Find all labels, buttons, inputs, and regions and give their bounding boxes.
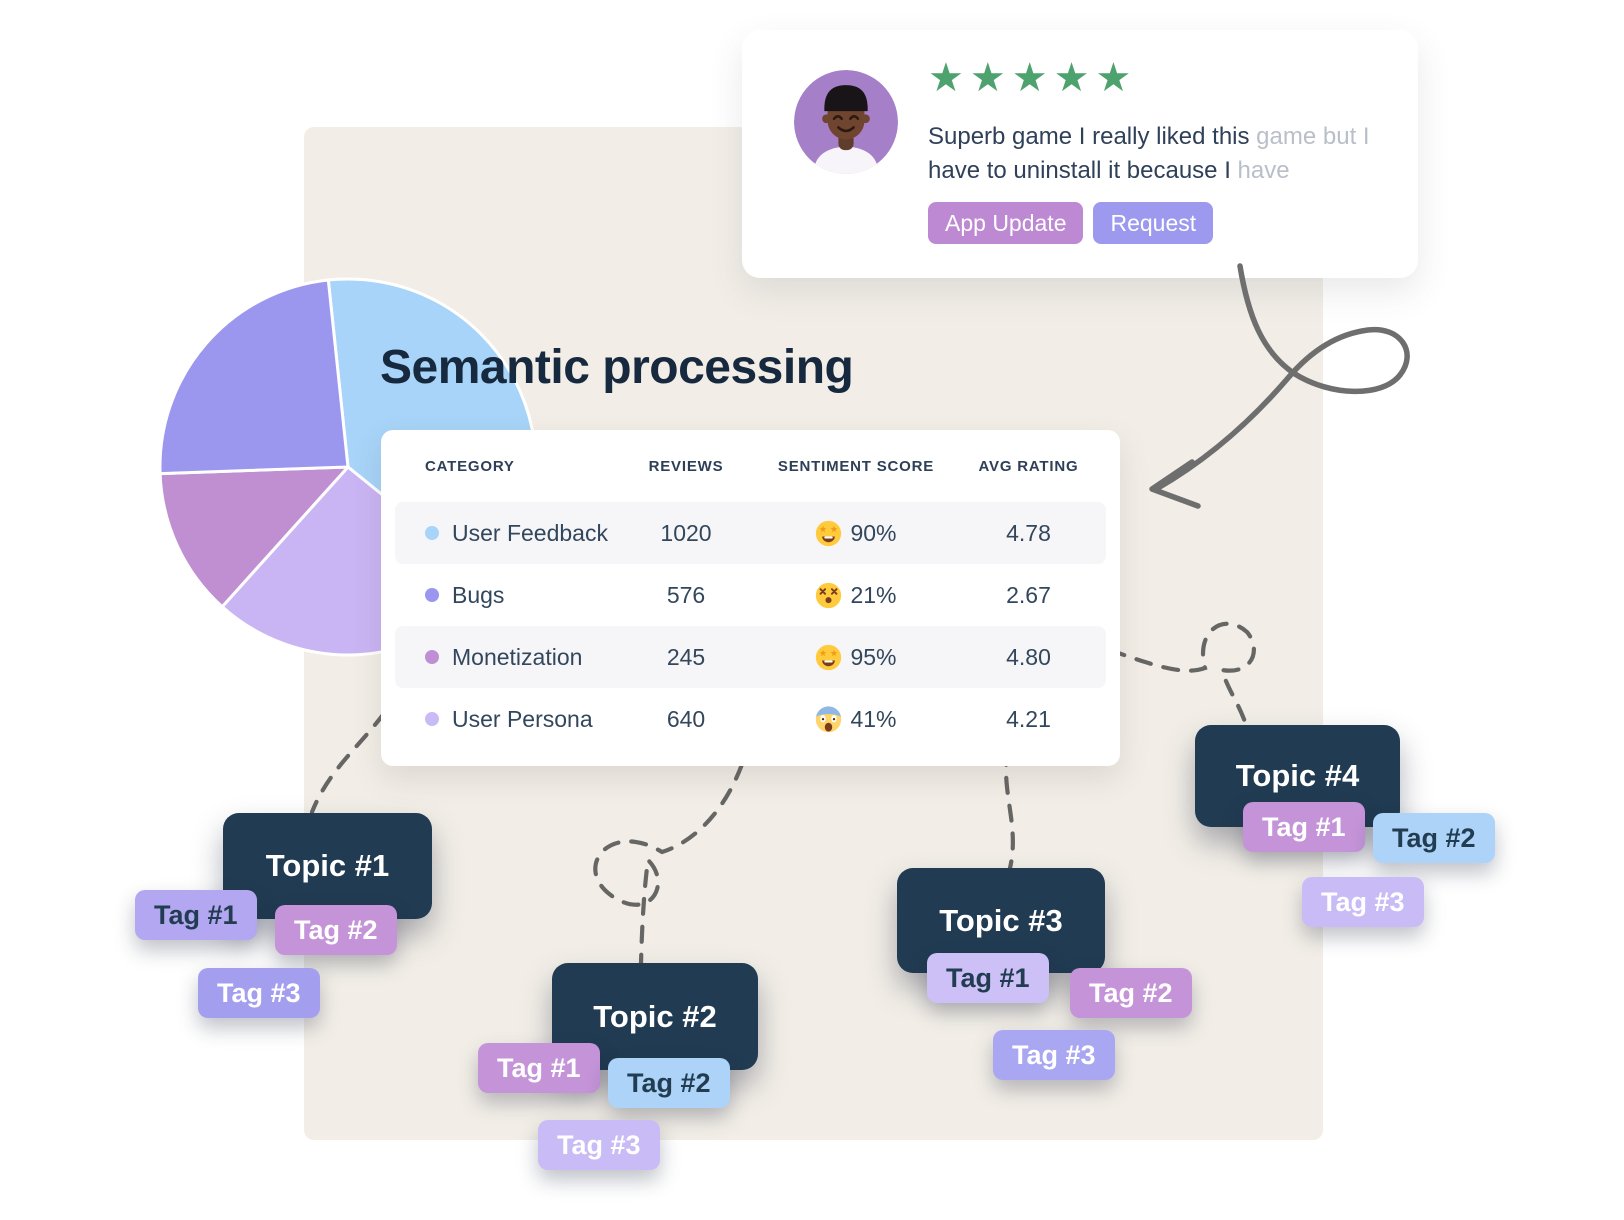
topic-2-tag-2[interactable]: Tag #2 (608, 1058, 730, 1108)
sentiment-emoji (815, 582, 842, 609)
topic-3-tag-2[interactable]: Tag #2 (1070, 968, 1192, 1018)
reviews-count: 245 (666, 643, 706, 670)
reviews-count: 640 (666, 705, 706, 732)
table-header-row: CATEGORY REVIEWS SENTIMENT SCORE AVG RAT… (395, 458, 1106, 475)
category-label: User Persona (452, 705, 593, 732)
sentiment-score: 21% (850, 581, 897, 608)
topic-4-tag-3[interactable]: Tag #3 (1302, 877, 1424, 927)
review-text-line1: Superb game I really liked this game but… (928, 123, 1370, 150)
category-dot (425, 526, 439, 540)
app-update-button[interactable]: App Update (928, 202, 1084, 244)
category-label: Bugs (452, 581, 505, 608)
col-header-category: CATEGORY (425, 458, 515, 475)
sentiment-score: 41% (850, 705, 897, 732)
review-text-line2: have to uninstall it because I have (928, 157, 1290, 184)
table-row: Monetization 245 95% 4.80 (395, 626, 1106, 688)
sentiment-score: 95% (850, 643, 897, 670)
topic-1-card[interactable]: Topic #1 (223, 813, 432, 919)
pie-slice-bugs (158, 278, 350, 476)
table-row: User Feedback 1020 90% 4.78 (395, 502, 1106, 564)
table-body: User Feedback 1020 90% 4.78 Bugs 576 21%… (395, 502, 1106, 750)
topic-4-tag-2[interactable]: Tag #2 (1373, 813, 1495, 863)
topic-2-tag-3[interactable]: Tag #3 (538, 1120, 660, 1170)
topic-3-tag-3[interactable]: Tag #3 (993, 1030, 1115, 1080)
insights-table-card: CATEGORY REVIEWS SENTIMENT SCORE AVG RAT… (381, 430, 1120, 766)
topic-2-tag-1[interactable]: Tag #1 (478, 1043, 600, 1093)
pie-slice-monetization (158, 465, 350, 609)
sentiment-emoji (815, 644, 842, 671)
sentiment-emoji (815, 705, 842, 733)
category-dot (425, 650, 439, 664)
category-dot (425, 588, 439, 602)
topic-1-tag-2[interactable]: Tag #2 (275, 905, 397, 955)
col-header-reviews: REVIEWS (648, 458, 724, 475)
avg-rating: 4.21 (1006, 705, 1051, 732)
review-card: ★★★★★ Superb game I really liked this ga… (742, 30, 1418, 278)
table-row: Bugs 576 21% 2.67 (395, 564, 1106, 626)
category-label: Monetization (452, 643, 583, 670)
col-header-avg-rating: AVG RATING (978, 458, 1079, 475)
avatar (794, 70, 898, 174)
topic-1-tag-1[interactable]: Tag #1 (135, 890, 257, 940)
request-button[interactable]: Request (1093, 202, 1214, 244)
category-dot (425, 712, 439, 726)
star-rating: ★★★★★ (928, 56, 1138, 100)
avg-rating: 4.78 (1006, 519, 1051, 546)
sentiment-emoji (815, 520, 842, 547)
topic-1-tag-3[interactable]: Tag #3 (198, 968, 320, 1018)
topic-3-tag-1[interactable]: Tag #1 (927, 953, 1049, 1003)
reviews-count: 576 (666, 581, 706, 608)
topic-4-tag-1[interactable]: Tag #1 (1243, 802, 1365, 852)
reviews-count: 1020 (660, 519, 712, 546)
category-label: User Feedback (452, 519, 608, 546)
page-title: Semantic processing (380, 341, 854, 394)
sentiment-score: 90% (850, 519, 897, 546)
avg-rating: 4.80 (1006, 643, 1051, 670)
avg-rating: 2.67 (1006, 581, 1051, 608)
col-header-sentiment: SENTIMENT SCORE (777, 458, 935, 475)
table-row: User Persona 640 41% 4.21 (395, 688, 1106, 750)
